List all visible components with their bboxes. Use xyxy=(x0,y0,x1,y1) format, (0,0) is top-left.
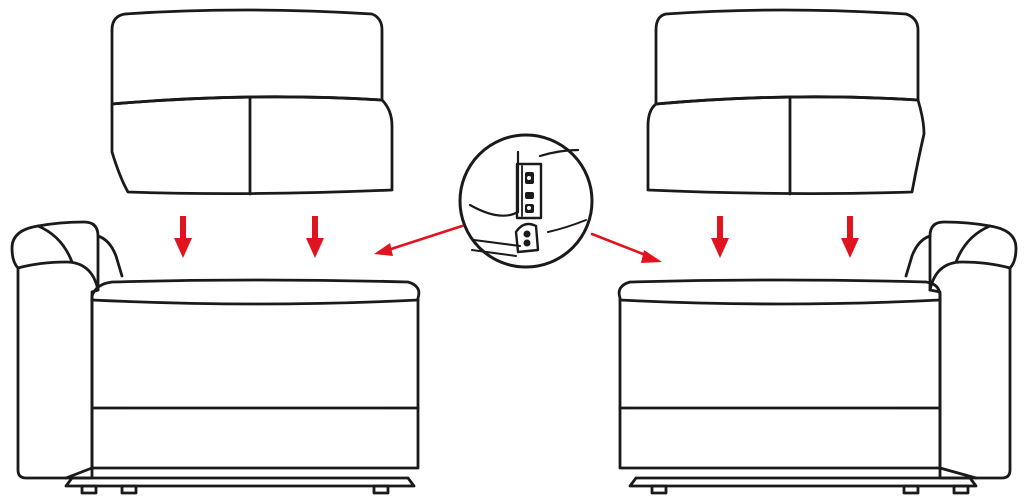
pointer-arrow-left xyxy=(374,224,464,256)
left-backrest-cushion xyxy=(110,8,394,196)
left-sofa-base xyxy=(10,220,421,495)
arrow-down-right-2 xyxy=(841,216,859,258)
arrow-down-left-2 xyxy=(306,216,324,258)
arrow-down-right-1 xyxy=(711,216,729,258)
arrow-down-left-1 xyxy=(174,216,192,258)
right-sofa-base xyxy=(617,220,1018,495)
detail-callout-circle xyxy=(458,133,594,269)
right-backrest-cushion xyxy=(646,8,926,196)
pointer-arrow-right xyxy=(590,232,662,263)
